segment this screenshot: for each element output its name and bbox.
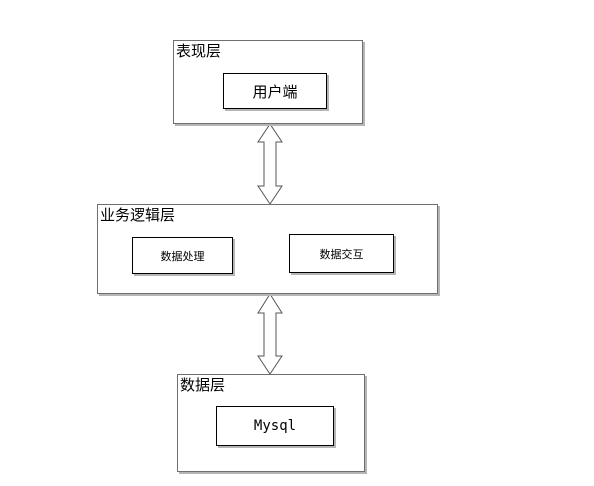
mysql-box: Mysql [216, 406, 334, 446]
presentation-layer-title: 表现层 [176, 42, 222, 60]
data-interaction-box: 数据交互 [289, 234, 394, 273]
client-box: 用户端 [223, 73, 327, 109]
data-processing-box: 数据处理 [132, 237, 233, 274]
business-logic-layer: 业务逻辑层 数据处理 数据交互 [97, 204, 438, 294]
presentation-layer: 表现层 用户端 [173, 40, 363, 124]
data-layer: 数据层 Mysql [177, 374, 365, 472]
double-arrow-presentation-business [257, 123, 283, 205]
business-logic-layer-title: 业务逻辑层 [100, 206, 176, 224]
double-arrow-business-data [257, 293, 283, 375]
data-layer-title: 数据层 [180, 376, 226, 394]
